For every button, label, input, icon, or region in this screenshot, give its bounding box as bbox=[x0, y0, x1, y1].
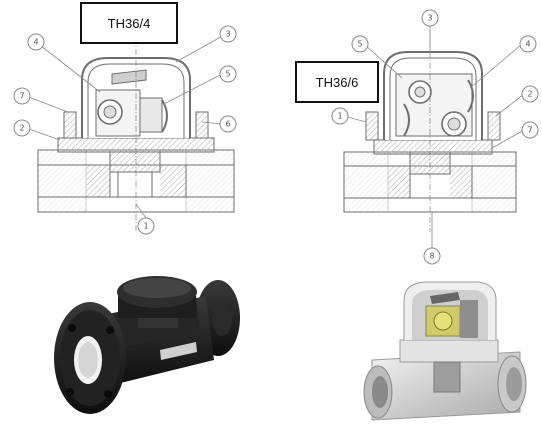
svg-text:2: 2 bbox=[19, 124, 24, 133]
left-callouts: 4 3 7 2 5 6 1 bbox=[13, 25, 237, 235]
label-left-model: TH36/4 bbox=[80, 2, 178, 44]
svg-text:2: 2 bbox=[527, 90, 532, 99]
left-leader-lines bbox=[25, 33, 227, 219]
svg-text:5: 5 bbox=[357, 40, 362, 49]
svg-text:1: 1 bbox=[143, 222, 148, 231]
left-drawing bbox=[37, 38, 235, 232]
callout-left-4: 4 bbox=[27, 33, 45, 51]
callout-left-7: 7 bbox=[13, 87, 31, 105]
right-leader-lines bbox=[343, 24, 525, 250]
svg-text:6: 6 bbox=[225, 120, 230, 129]
svg-text:1: 1 bbox=[337, 112, 342, 121]
svg-text:7: 7 bbox=[527, 126, 532, 135]
cutaway-photo-icon bbox=[363, 281, 527, 421]
callout-right-8: 8 bbox=[423, 247, 441, 265]
steam-trap-photo-icon bbox=[54, 276, 240, 414]
callout-right-3: 3 bbox=[421, 9, 439, 27]
svg-text:5: 5 bbox=[225, 70, 230, 79]
callout-right-1: 1 bbox=[331, 107, 349, 125]
callout-left-2: 2 bbox=[13, 119, 31, 137]
svg-text:7: 7 bbox=[19, 92, 24, 101]
callout-left-1: 1 bbox=[137, 217, 155, 235]
svg-text:8: 8 bbox=[429, 252, 434, 261]
callout-left-6: 6 bbox=[219, 115, 237, 133]
callout-right-7: 7 bbox=[521, 121, 539, 139]
label-right-model: TH36/6 bbox=[295, 61, 379, 103]
svg-text:4: 4 bbox=[33, 38, 38, 47]
callout-left-3: 3 bbox=[219, 25, 237, 43]
callout-right-2: 2 bbox=[521, 85, 539, 103]
svg-text:4: 4 bbox=[525, 40, 530, 49]
right-callouts: 5 3 4 1 2 7 8 bbox=[331, 9, 539, 265]
callout-right-4: 4 bbox=[519, 35, 537, 53]
callout-left-5: 5 bbox=[219, 65, 237, 83]
right-drawing bbox=[343, 30, 517, 232]
svg-text:3: 3 bbox=[225, 30, 230, 39]
svg-text:3: 3 bbox=[427, 14, 432, 23]
callout-right-5: 5 bbox=[351, 35, 369, 53]
